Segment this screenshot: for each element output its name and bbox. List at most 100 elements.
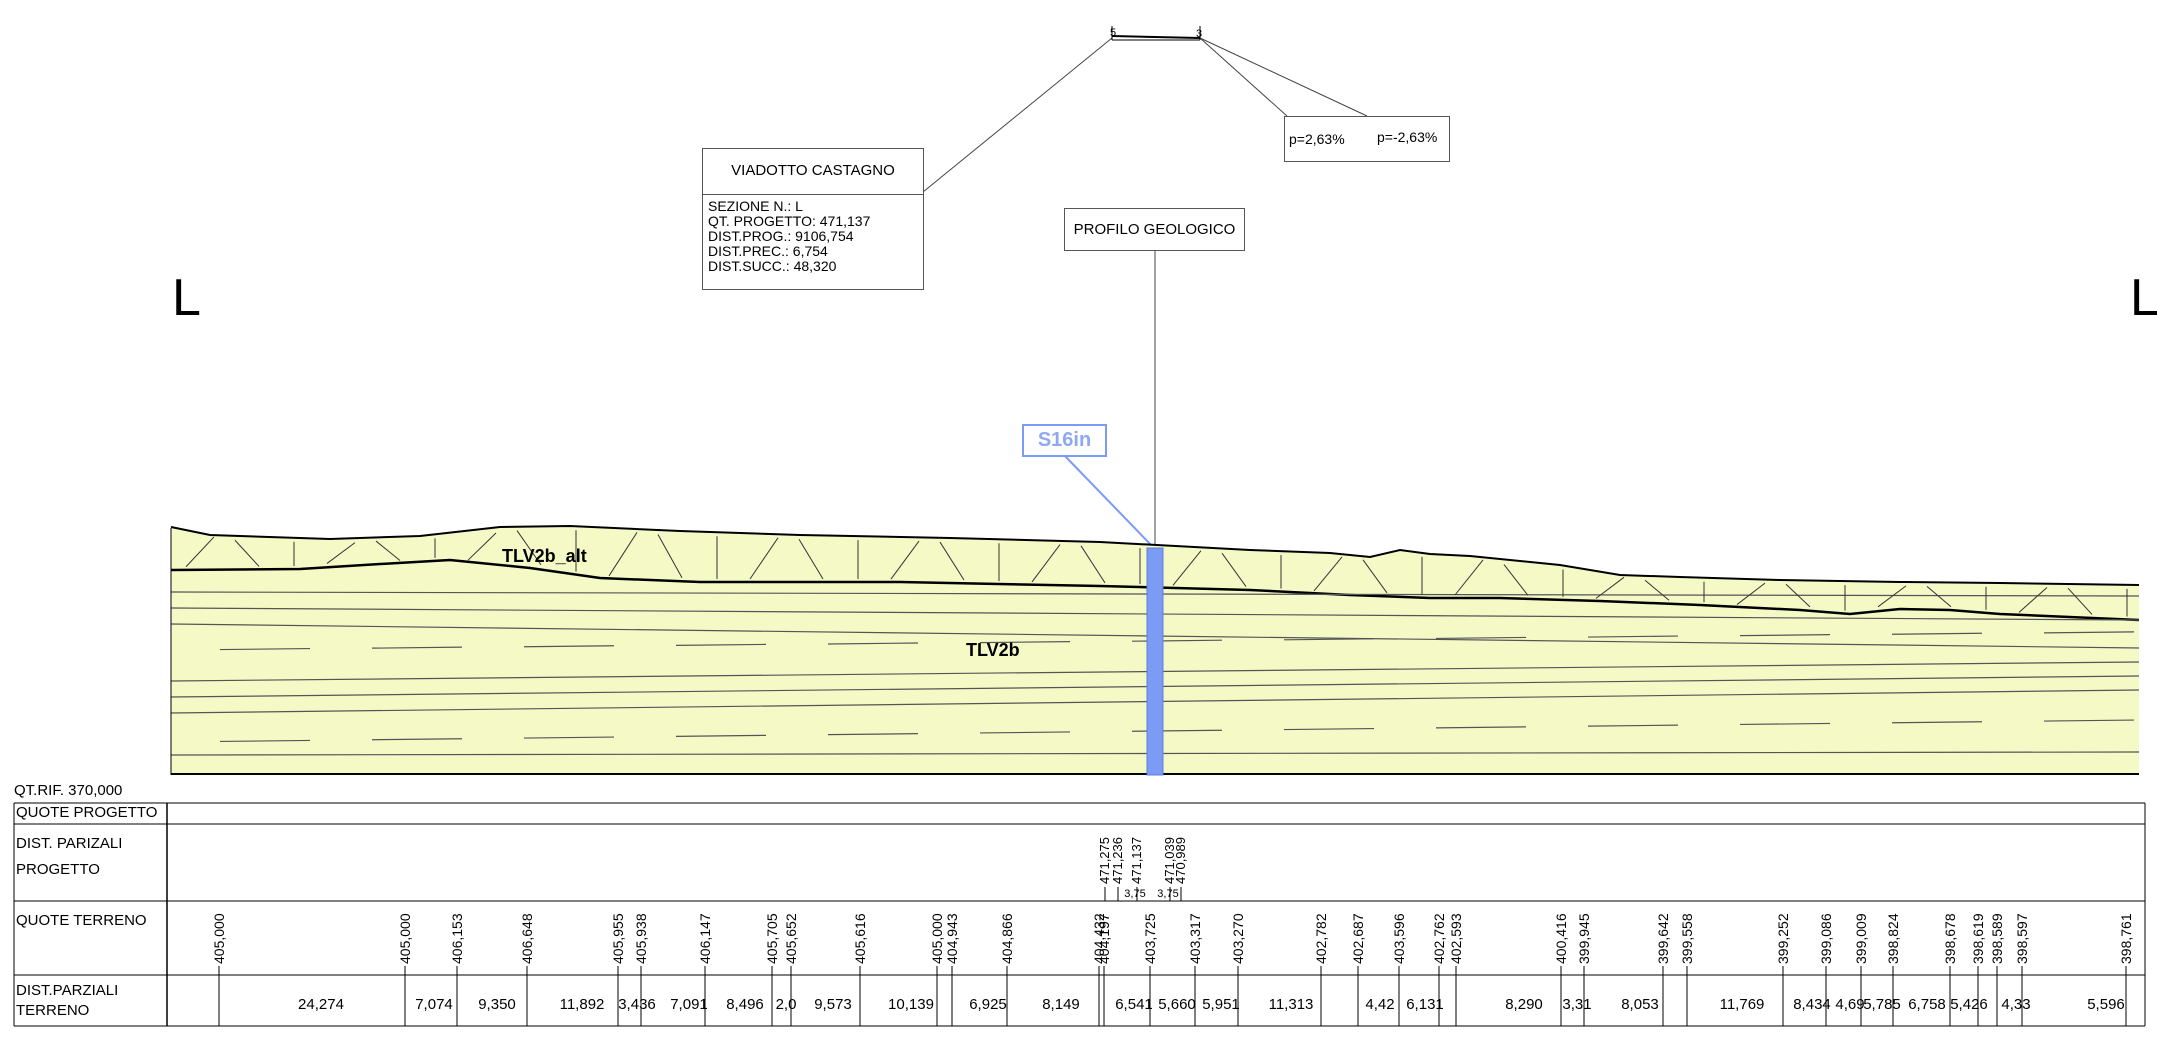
section-letter-right: L [2130,269,2157,327]
stratum-dash [1739,722,1831,726]
stratum-dash [1283,727,1375,731]
terrain-partial-label: 8,053 [1621,996,1659,1013]
stratum-dash [1283,638,1375,641]
terrain-partial-label: 6,131 [1406,996,1444,1013]
stratum-dash [371,646,463,649]
terrain-elevation-label: 404,432 [1091,913,1107,964]
slope-box: p=2,63% p=-2,63% [1284,116,1450,162]
terrain-elevation-label: 405,000 [211,913,227,964]
terrain-partial-label: 24,274 [298,996,344,1013]
hatch-line [2067,587,2093,615]
hatch-line [1031,544,1061,583]
terrain-elevation-label: 398,678 [1942,913,1958,964]
hatch-line [890,540,920,580]
terrain-elevation-label: 405,938 [633,913,649,964]
hatch-line [1221,552,1247,587]
terrain-partial-label: 5,426 [1950,996,1988,1013]
hatch-line [798,538,824,580]
hatch-line [939,541,965,581]
stratum-dash [1891,632,1983,635]
row-label-terrain-partials-2: TERRENO [16,1002,90,1019]
stratum-dash [1739,634,1831,637]
hatch-line [749,537,779,580]
stratum-dash [219,647,311,651]
hatch-line [1926,586,1952,608]
viaduct-project-elevation: QT. PROGETTO: 471,137 [708,213,871,229]
terrain-partial-label: 4,33 [2001,996,2030,1013]
terrain-partial-label: 11,769 [1720,996,1765,1013]
terrain-partial-label: 9,573 [814,996,852,1013]
terrain-elevation-label: 399,009 [1853,913,1869,964]
terrain-partial-label: 5,660 [1158,996,1196,1013]
terrain-elevation-label: 405,616 [852,913,868,964]
stratum-dash [827,733,919,736]
ground-surface-line [170,524,2140,586]
stratum-dash [675,734,767,737]
terrain-partial-label: 3,31 [1562,996,1591,1013]
project-elevation-label: 471,137 [1129,837,1144,884]
viaduct-previous-distance: DIST.PREC.: 6,754 [708,243,828,259]
terrain-partial-label: 10,139 [888,996,934,1013]
terrain-partial-label: 3,436 [618,996,656,1013]
terrain-elevation-label: 404,197 [1096,913,1112,964]
terrain-elevation-label: 405,000 [929,913,945,964]
terrain-elevation-label: 402,593 [1448,913,1464,964]
terrain-partial-label: 9,350 [478,996,516,1013]
profile-label: PROFILO GEOLOGICO [1064,208,1245,251]
hatch-line [1644,579,1670,601]
terrain-elevation-label: 398,597 [2014,913,2030,964]
terrain-elevation-label: 398,761 [2118,913,2134,964]
deck-section: 5 3 [1110,26,1202,41]
stratum-dash [371,738,463,741]
terrain-elevation-label: 406,648 [519,913,535,964]
stratum-dash [979,641,1071,644]
terrain-partial-label: 7,091 [670,996,708,1013]
stratum-dash [2043,631,2135,634]
terrain-partial-label: 2,0 [776,996,797,1013]
stratum-dash [523,736,615,739]
slope-leader-line-left [1199,37,1288,117]
deck-mark-left: 5 [1110,27,1116,39]
hatch-line [1080,545,1106,584]
section-letter-left: L [172,269,201,327]
hatch-line [185,536,215,568]
weathered-hatch [185,530,2128,617]
terrain-elevation-label: 399,945 [1576,913,1592,964]
unit-label-upper: TLV2b_alt [502,546,587,566]
unit-boundary-line [170,558,2140,622]
project-partial-label: 3,75 [1124,888,1145,900]
hatch-line [1313,556,1343,592]
stratum-dash [219,739,311,743]
hatch-line [234,539,260,567]
terrain-elevation-label: 405,705 [764,913,780,964]
terrain-elevation-label: 399,252 [1775,913,1791,964]
stratum-dash [1587,635,1679,638]
hatch-line [657,534,683,579]
borehole-leader-line [1063,454,1155,549]
terrain-partial-label: 4,69 [1835,996,1864,1013]
viaduct-next-distance: DIST.SUCC.: 48,320 [708,258,837,274]
terrain-partial-label: 8,290 [1505,996,1543,1013]
terrain-elevation-label: 399,086 [1818,913,1834,964]
terrain-elevation-label: 398,824 [1885,913,1901,964]
hatch-line [1454,559,1484,596]
viaduct-info-box: VIADOTTO CASTAGNO SEZIONE N.: L QT. PROG… [702,148,924,290]
terrain-partial-label: 11,313 [1269,996,1314,1013]
hatch-line [1785,583,1811,608]
hatch-line [1362,559,1388,594]
row-label-project-elevations: QUOTE PROGETTO [16,804,158,821]
project-elevation-label: 471,039 [1162,837,1177,884]
terrain-elevation-label: 398,619 [1970,913,1986,964]
hatch-line [1736,582,1766,605]
terrain-elevation-label: 406,153 [449,913,465,964]
hatch-line [1503,564,1529,596]
terrain-elevation-label: 403,725 [1142,913,1158,964]
hatch-line [1595,576,1625,599]
stratum-dash [1587,724,1679,727]
terrain-elevation-label: 406,147 [697,913,713,964]
terrain-elevation-label: 402,687 [1350,913,1366,964]
hatch-line [608,532,638,577]
hatch-line [2018,587,2048,613]
terrain-partial-label: 5,785 [1863,996,1901,1013]
